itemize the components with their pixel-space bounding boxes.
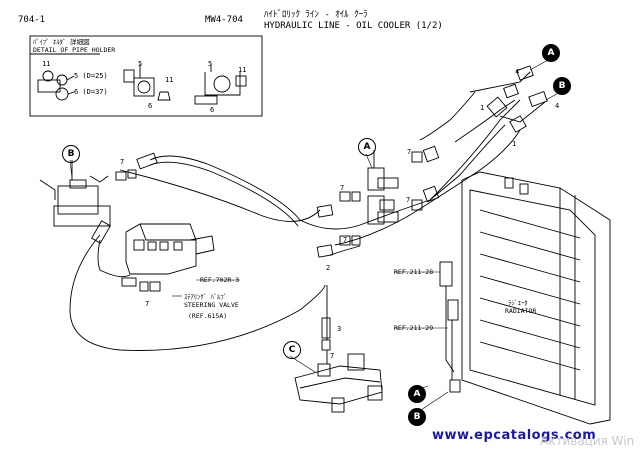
detail-label: 6 (D=37) bbox=[74, 88, 108, 96]
radiator bbox=[439, 171, 611, 425]
hose-line-3 bbox=[69, 234, 326, 351]
bypass-valve-block bbox=[294, 350, 383, 413]
part-number: 7 bbox=[330, 352, 335, 360]
doc-code: MW4-704 bbox=[205, 15, 243, 25]
watermark-text: Активация Win bbox=[540, 434, 635, 448]
pipe-holder-detail-1 bbox=[37, 70, 75, 101]
part-number: 3 bbox=[337, 325, 342, 333]
callout-a-top: A bbox=[542, 44, 560, 62]
detail-label: 5 bbox=[208, 60, 213, 68]
callout-c: C bbox=[283, 341, 301, 359]
steering-valve-en: STEERING VALVE bbox=[184, 301, 239, 309]
radiator-en: RADIATOR bbox=[505, 307, 537, 315]
tee-fitting bbox=[367, 150, 399, 225]
radiator-jp: ﾗｼﾞｴｰﾀ bbox=[508, 299, 528, 307]
detail-box-frame bbox=[29, 35, 263, 117]
fittings bbox=[115, 65, 548, 351]
footer-site: www.epcatalogs.com bbox=[432, 428, 597, 443]
ref-615: (REF.615A) bbox=[188, 312, 228, 320]
hose-line-2 bbox=[334, 129, 521, 246]
page-number: 704-1 bbox=[18, 15, 46, 25]
detail-label: 6 bbox=[148, 102, 153, 110]
part-number: 7 bbox=[406, 196, 411, 204]
part-number: 7 bbox=[120, 158, 125, 166]
callout-a-bottom: A bbox=[408, 385, 426, 403]
hose-line-1 bbox=[149, 99, 521, 230]
detail-title-en: DETAIL OF PIPE HOLDER bbox=[33, 46, 116, 54]
callout-b-bottom: B bbox=[408, 408, 426, 426]
detail-label: 11 bbox=[165, 76, 174, 84]
part-number: 1 bbox=[512, 140, 517, 148]
steering-valve-jp: ｽﾃｱﾘﾝｸﾞ ﾊﾞﾙﾌﾞ bbox=[184, 293, 227, 301]
pipe-holder-detail-3 bbox=[194, 64, 247, 105]
callout-b-top: B bbox=[553, 77, 571, 95]
callout-b-left: B bbox=[62, 145, 80, 163]
detail-label: 6 bbox=[210, 106, 215, 114]
pipe-holder-detail-2 bbox=[123, 64, 171, 101]
title-jp: ﾊｲﾄﾞﾛﾘｯｸ ﾗｲﾝ - ｵｲﾙ ｸｰﾗ bbox=[264, 10, 368, 20]
steering-valve-body bbox=[125, 223, 215, 275]
title-en: HYDRAULIC LINE - OIL COOLER (1/2) bbox=[264, 21, 443, 31]
part-number: 7 bbox=[343, 236, 348, 244]
callout-a-mid: A bbox=[358, 138, 376, 156]
detail-label: 11 bbox=[42, 60, 51, 68]
part-number: 1 bbox=[480, 104, 485, 112]
part-number: 4 bbox=[555, 102, 560, 110]
part-number: 7 bbox=[407, 148, 412, 156]
pressure-switch bbox=[39, 160, 111, 244]
part-number: 7 bbox=[340, 184, 345, 192]
detail-title-jp: ﾊﾟｲﾌﾟ ﾎﾙﾀﾞ 詳細図 bbox=[33, 38, 90, 46]
part-number: 2 bbox=[326, 264, 331, 272]
detail-label: 11 bbox=[238, 66, 247, 74]
detail-label: 5 (D=25) bbox=[74, 72, 108, 80]
part-number: 7 bbox=[145, 300, 150, 308]
